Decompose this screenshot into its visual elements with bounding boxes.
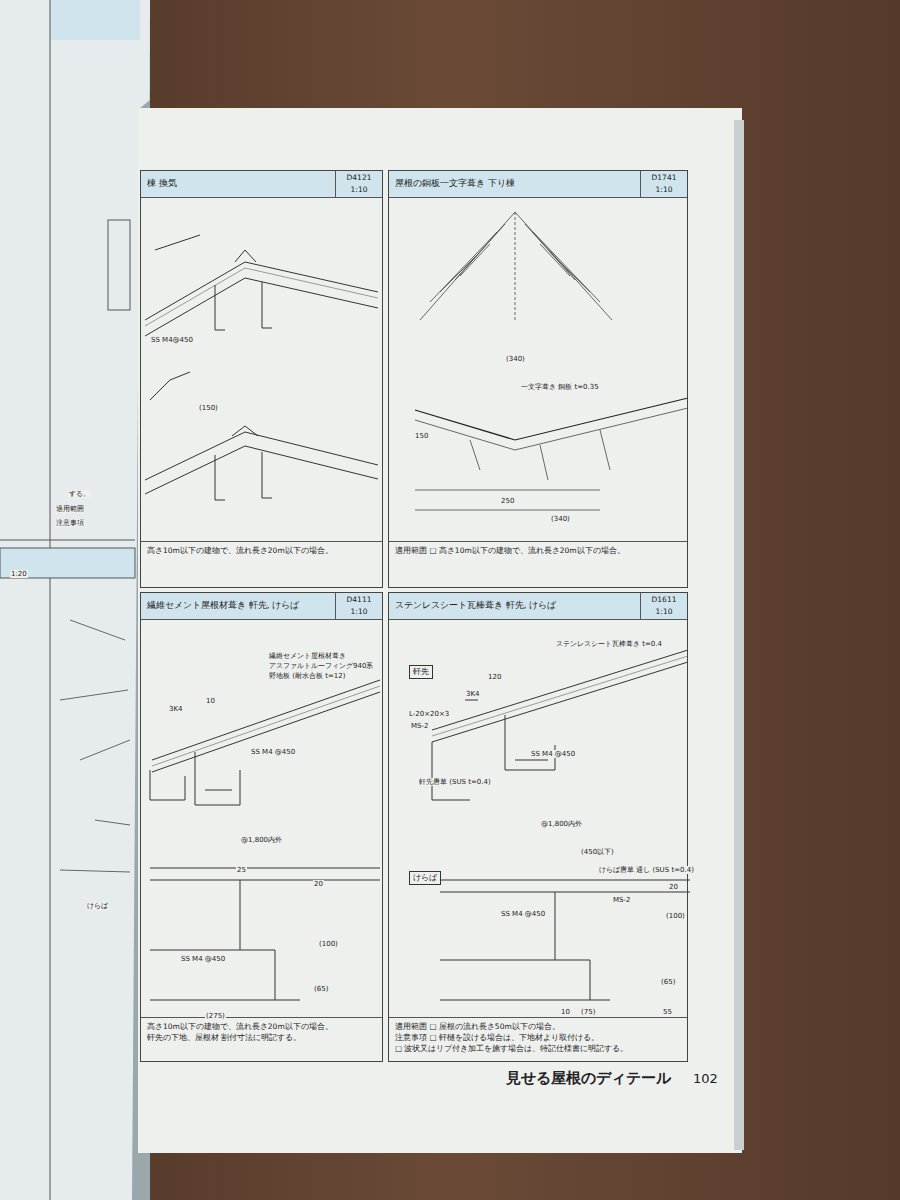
dimension-label: SS M4 @450	[250, 748, 296, 756]
view-tag: 軒先	[409, 665, 433, 679]
dimension-label: 注意事項	[55, 519, 85, 527]
dimension-label: 120	[487, 673, 502, 681]
left-page-lines	[60, 620, 130, 872]
dimension-label: 軒先唐草 (SUS t=0.4)	[418, 778, 492, 786]
dimension-label: 繊維セメント屋根材葺き	[268, 652, 347, 660]
dimension-label: 250	[500, 497, 515, 505]
dimension-label: (65)	[313, 985, 329, 993]
left-page-detail	[108, 220, 130, 310]
dimension-label: 55	[662, 1008, 673, 1016]
eave-section-stainless	[432, 650, 690, 1000]
note-box: 高さ10m以下の建物で、流れ長さ20m以下の場合。	[141, 541, 382, 587]
dimension-label: 一文字葺き 銅板 t=0.35	[520, 383, 600, 391]
detail-panel: 屋根の銅板一文字葺き 下り棟 D1741 1:10 適用範囲 □ 高さ10m以下の建物…	[388, 170, 688, 588]
dimension-label: L-20×20×3	[408, 710, 450, 718]
dimension-label: 3K4	[168, 705, 184, 713]
dimension-label: @1,800内外	[540, 820, 583, 828]
panel-title: 屋根の銅板一文字葺き 下り棟	[395, 178, 515, 190]
dimension-label: ステンレスシート瓦棒葺き t=0.4	[555, 640, 663, 648]
right-page	[138, 108, 742, 1153]
header-band: 繊維セメント屋根材葺き 軒先, けらば D4111 1:10	[141, 593, 382, 620]
copper-roof-plan	[415, 212, 688, 510]
dimension-label: @1,800内外	[240, 836, 283, 844]
dimension-label: (340)	[550, 515, 571, 523]
dimension-label: 150	[414, 432, 429, 440]
code-box: D4121 1:10	[335, 171, 382, 197]
view-label: 軒先	[413, 667, 429, 676]
dimension-label: (100)	[318, 940, 339, 948]
panel-title: ステンレスシート瓦棒葺き 軒先, けらば	[395, 600, 556, 612]
view-label: けらば	[413, 873, 437, 882]
note-line: 高さ10m以下の建物で、流れ長さ20m以下の場合。	[147, 1021, 376, 1032]
dimension-label: MS-2	[410, 722, 429, 730]
ridge-section	[145, 235, 378, 500]
dimension-label: SS M4 @450	[500, 910, 546, 918]
header-band: 棟 換気 D4121 1:10	[141, 171, 382, 198]
note-line: 注意事項 □ 軒樋を設ける場合は、下地材より取付ける。	[395, 1032, 681, 1043]
drawing-scale: 1:10	[641, 607, 687, 616]
drawing-code: D1741	[641, 173, 687, 182]
dimension-label: 10	[560, 1008, 571, 1016]
dimension-label: する。	[68, 490, 91, 498]
note-line: 軒先の下地、屋根材 割付寸法に明記する。	[147, 1032, 376, 1043]
dimension-label: けらば唐草 通し (SUS t=0.4)	[598, 866, 695, 874]
drawing-scale: 1:10	[336, 185, 382, 194]
note-line: 適用範囲 □ 屋根の流れ長さ50m以下の場合。	[395, 1021, 681, 1032]
footer-text: 102	[692, 1072, 719, 1087]
drawing-scale: 1:10	[336, 607, 382, 616]
dimension-label: 3K4	[465, 690, 481, 698]
footer-text: 見せる屋根のディテール	[505, 1070, 672, 1087]
detail-panel: 棟 換気 D4121 1:10 高さ10m以下の建物で、流れ長さ20m以下の場合。	[140, 170, 383, 588]
drawing-scale: 1:10	[641, 185, 687, 194]
left-page-band	[50, 0, 140, 40]
header-band: ステンレスシート瓦棒葺き 軒先, けらば D1611 1:10	[389, 593, 687, 620]
dimension-label: 適用範囲	[55, 505, 85, 513]
code-box: D1741 1:10	[640, 171, 687, 197]
drawing-code: D4121	[336, 173, 382, 182]
panel-title: 棟 換気	[147, 178, 177, 190]
left-page-rule	[0, 540, 135, 541]
dimension-label: (100)	[665, 912, 686, 920]
dimension-label: 10	[205, 697, 216, 705]
note-line: 適用範囲 □ 高さ10m以下の建物で、流れ長さ20m以下の場合。	[395, 545, 681, 556]
dimension-label: 1:20	[10, 570, 28, 578]
drawing-code: D1611	[641, 595, 687, 604]
note-box: 高さ10m以下の建物で、流れ長さ20m以下の場合。軒先の下地、屋根材 割付寸法に…	[141, 1017, 382, 1061]
note-box: 適用範囲 □ 屋根の流れ長さ50m以下の場合。注意事項 □ 軒樋を設ける場合は、…	[389, 1017, 687, 1061]
dimension-label: アスファルトルーフィング940系	[268, 662, 374, 670]
note-box: 適用範囲 □ 高さ10m以下の建物で、流れ長さ20m以下の場合。	[389, 541, 687, 587]
dimension-label: (340)	[505, 355, 526, 363]
dimension-label: 野地板 (耐水合板 t=12)	[268, 672, 346, 680]
dimension-label: (275)	[205, 1012, 226, 1020]
header-band: 屋根の銅板一文字葺き 下り棟 D1741 1:10	[389, 171, 687, 198]
dimension-label: (450以下)	[580, 848, 615, 856]
page-edge	[734, 120, 744, 1150]
dimension-label: SS M4 @450	[530, 750, 576, 758]
eave-section-cement	[150, 680, 380, 1000]
dimension-label: 20	[668, 883, 679, 891]
left-page	[0, 0, 150, 1200]
view-tag: けらば	[409, 871, 441, 885]
dimension-label: 25	[236, 866, 247, 874]
note-line: 高さ10m以下の建物で、流れ長さ20m以下の場合。	[147, 545, 376, 556]
dimension-label: (65)	[660, 978, 676, 986]
detail-panel: ステンレスシート瓦棒葺き 軒先, けらば D1611 1:10 軒先けらば適用範囲 □…	[388, 592, 688, 1062]
left-page-rule	[50, 0, 51, 1200]
drawing-code: D4111	[336, 595, 382, 604]
left-page-band	[0, 548, 135, 578]
dimension-label: (75)	[580, 1008, 596, 1016]
panel-title: 繊維セメント屋根材葺き 軒先, けらば	[147, 600, 299, 612]
dimension-label: けらば	[86, 902, 109, 910]
note-line: □ 波状又はリブ付き加工を施す場合は、特記仕様書に明記する。	[395, 1043, 681, 1054]
dimension-label: (150)	[198, 404, 219, 412]
dimension-label: SS M4@450	[150, 336, 194, 344]
code-box: D1611 1:10	[640, 593, 687, 619]
dimension-label: MS-2	[612, 896, 631, 904]
dimension-label: SS M4 @450	[180, 955, 226, 963]
dimension-label: 20	[313, 880, 324, 888]
code-box: D4111 1:10	[335, 593, 382, 619]
